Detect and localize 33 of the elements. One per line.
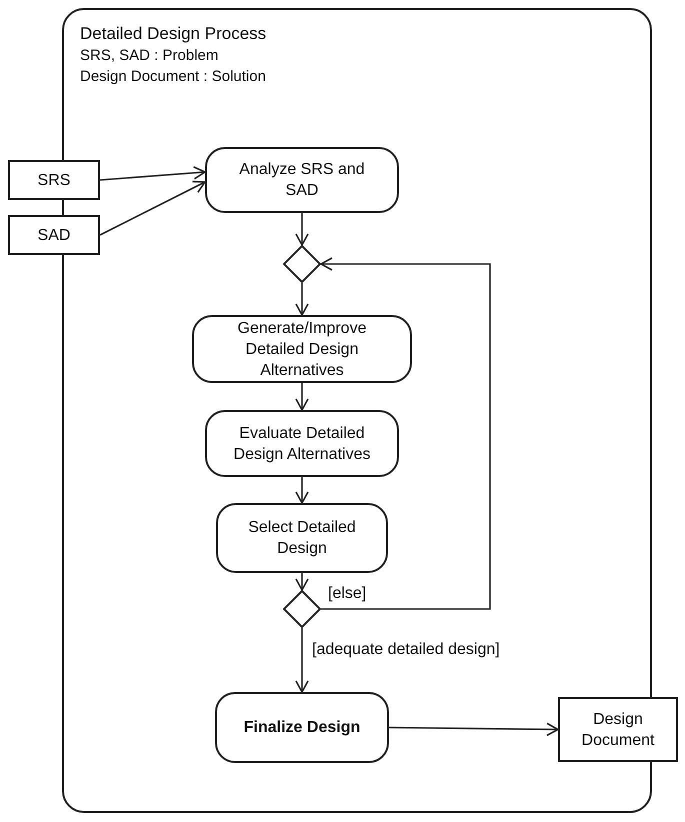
- arrow: [295, 573, 309, 591]
- action-label: Analyze SRS and SAD: [238, 160, 366, 201]
- object-box: [8, 160, 100, 200]
- frame-note: Design Document : Solution: [80, 68, 266, 86]
- object-box: [8, 215, 100, 255]
- action-box: [215, 692, 389, 763]
- object-label: Design Document: [580, 710, 656, 750]
- decision-diamond: [283, 590, 321, 628]
- arrow: [295, 383, 309, 411]
- arrow: [100, 166, 206, 181]
- action-label: Generate/Improve Detailed Design Alternatives: [236, 318, 368, 380]
- arrow: [295, 628, 309, 693]
- frame-title: Detailed Design Process: [80, 24, 266, 44]
- arrow: [295, 283, 309, 316]
- action-box: [216, 503, 388, 573]
- arrow: [295, 213, 309, 246]
- arrow: [100, 180, 206, 236]
- action-label: Select Detailed Design: [247, 518, 357, 559]
- decision-diamond: [283, 245, 321, 283]
- object-box: [558, 697, 678, 762]
- action-label: Finalize Design: [244, 718, 360, 738]
- frame-note: SRS, SAD : Problem: [80, 47, 220, 65]
- object-label: SAD: [38, 226, 70, 246]
- object-label: SRS: [38, 170, 70, 190]
- action-label: Evaluate Detailed Design Alternatives: [232, 424, 372, 464]
- action-box: [192, 315, 412, 383]
- action-box: [205, 410, 399, 477]
- arrow: [295, 477, 309, 504]
- guard-label: [adequate detailed design]: [310, 641, 502, 659]
- arrow: [320, 257, 491, 610]
- arrow: [389, 722, 559, 736]
- guard-label: [else]: [326, 585, 368, 603]
- action-box: [205, 147, 399, 213]
